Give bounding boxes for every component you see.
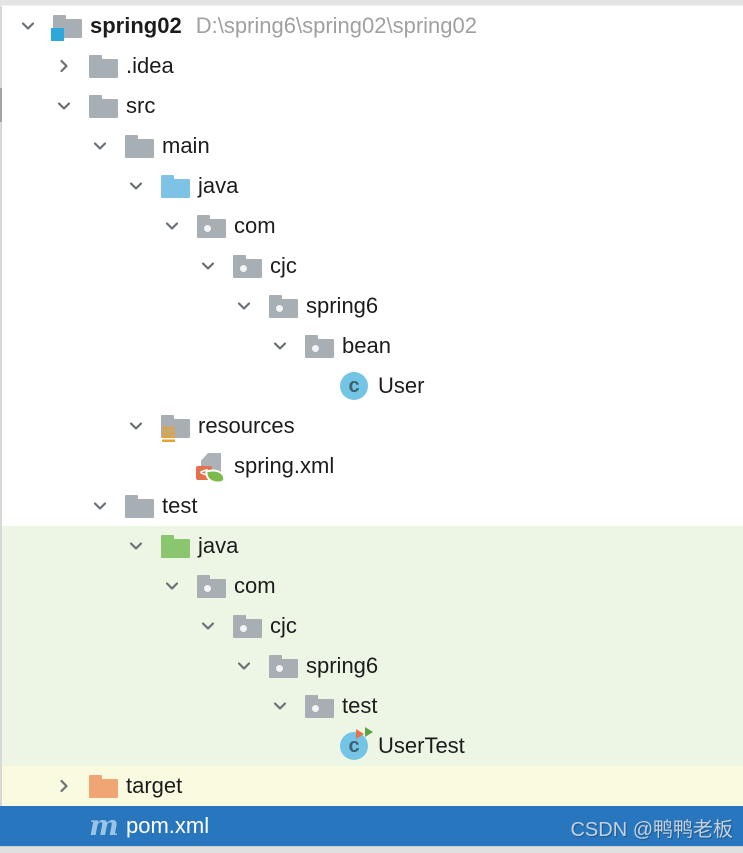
chevron-down-icon[interactable]: [18, 6, 52, 46]
class-test-icon: c: [340, 727, 373, 761]
folder-source-icon: [160, 171, 192, 201]
folder-test-icon: [160, 531, 192, 561]
package-icon: [196, 211, 228, 241]
package-icon: [268, 651, 300, 681]
tree-item-label: spring6: [306, 653, 379, 678]
chevron-spacer: [54, 806, 88, 846]
chevron-spacer: [306, 726, 340, 766]
folder-excluded-icon: [88, 771, 120, 801]
tree-row-com[interactable]: com: [0, 206, 743, 246]
tree-row-cjc[interactable]: cjc: [0, 606, 743, 646]
package-icon: [304, 691, 336, 721]
chevron-down-icon[interactable]: [234, 286, 268, 326]
tree-item-label: target: [126, 773, 183, 798]
project-folder-icon: [51, 11, 84, 41]
tree-item-label: com: [234, 213, 276, 238]
folder-resources-icon: [160, 411, 192, 442]
tree-row-spring6[interactable]: spring6: [0, 286, 743, 326]
bottom-divider: [0, 846, 743, 853]
chevron-down-icon[interactable]: [198, 606, 232, 646]
tree-item-label: java: [198, 533, 239, 558]
chevron-down-icon[interactable]: [162, 566, 196, 606]
chevron-down-icon[interactable]: [54, 86, 88, 126]
package-icon: [232, 611, 264, 641]
project-tree: spring02 D:\spring6\spring02\spring02 .ide…: [0, 6, 743, 846]
chevron-down-icon[interactable]: [162, 206, 196, 246]
chevron-spacer: [162, 446, 196, 486]
tree-row-target[interactable]: target: [0, 766, 743, 806]
chevron-down-icon[interactable]: [198, 246, 232, 286]
folder-icon: [124, 491, 156, 521]
chevron-down-icon[interactable]: [270, 686, 304, 726]
tree-item-label: test: [162, 493, 198, 518]
tree-item-label: java: [198, 173, 239, 198]
tree-item-label: main: [162, 133, 210, 158]
tree-row-java[interactable]: java: [0, 526, 743, 566]
tree-item-label: UserTest: [378, 733, 465, 758]
tree-item-label: bean: [342, 333, 391, 358]
tree-item-label: resources: [198, 413, 295, 438]
tree-row-main[interactable]: main: [0, 126, 743, 166]
chevron-down-icon[interactable]: [126, 526, 160, 566]
tree-item-label: pom.xml: [126, 813, 210, 838]
tree-row-resources[interactable]: resources: [0, 406, 743, 446]
tree-row-pom-xml[interactable]: m pom.xml: [0, 806, 743, 846]
tree-item-label: test: [342, 693, 378, 718]
spring-config-icon: <: [196, 451, 228, 483]
chevron-right-icon[interactable]: [54, 766, 88, 806]
tree-item-label: User: [378, 373, 425, 398]
tree-row-test[interactable]: test: [0, 686, 743, 726]
tree-row-com[interactable]: com: [0, 566, 743, 606]
package-icon: [304, 331, 336, 361]
chevron-down-icon[interactable]: [270, 326, 304, 366]
chevron-down-icon[interactable]: [126, 406, 160, 446]
top-divider: [0, 0, 743, 6]
folder-icon: [124, 131, 156, 161]
project-path: D:\spring6\spring02\spring02: [195, 13, 477, 38]
tree-row-spring6[interactable]: spring6: [0, 646, 743, 686]
package-icon: [232, 251, 264, 281]
tree-row-spring-xml[interactable]: <spring.xml: [0, 446, 743, 486]
tree-row-spring02[interactable]: spring02 D:\spring6\spring02\spring02: [0, 6, 743, 46]
tree-row-bean[interactable]: bean: [0, 326, 743, 366]
tree-item-label: cjc: [270, 253, 297, 278]
tree-row-src[interactable]: src: [0, 86, 743, 126]
class-icon: c: [340, 371, 372, 401]
watermark: CSDN @鸭鸭老板: [570, 819, 733, 841]
tree-row-cjc[interactable]: cjc: [0, 246, 743, 286]
tree-item-label: com: [234, 573, 276, 598]
package-icon: [196, 571, 228, 601]
chevron-down-icon[interactable]: [90, 126, 124, 166]
tree-item-label: .idea: [126, 53, 174, 78]
tree-item-label: cjc: [270, 613, 297, 638]
tree-item-label: spring6: [306, 293, 379, 318]
tree-item-label: spring02: [90, 13, 182, 38]
chevron-down-icon[interactable]: [234, 646, 268, 686]
folder-icon: [88, 91, 120, 121]
chevron-down-icon[interactable]: [90, 486, 124, 526]
tree-row--idea[interactable]: .idea: [0, 46, 743, 86]
tree-row-java[interactable]: java: [0, 166, 743, 206]
folder-icon: [88, 51, 120, 81]
chevron-right-icon[interactable]: [54, 46, 88, 86]
left-scrollbar-thumb[interactable]: [0, 88, 2, 122]
left-scrollbar-track[interactable]: [0, 6, 2, 806]
maven-icon: m: [89, 809, 119, 842]
tree-item-label: src: [126, 93, 156, 118]
chevron-down-icon[interactable]: [126, 166, 160, 206]
chevron-spacer: [306, 366, 340, 406]
tree-item-label: spring.xml: [234, 453, 335, 478]
tree-row-test[interactable]: test: [0, 486, 743, 526]
package-icon: [268, 291, 300, 321]
